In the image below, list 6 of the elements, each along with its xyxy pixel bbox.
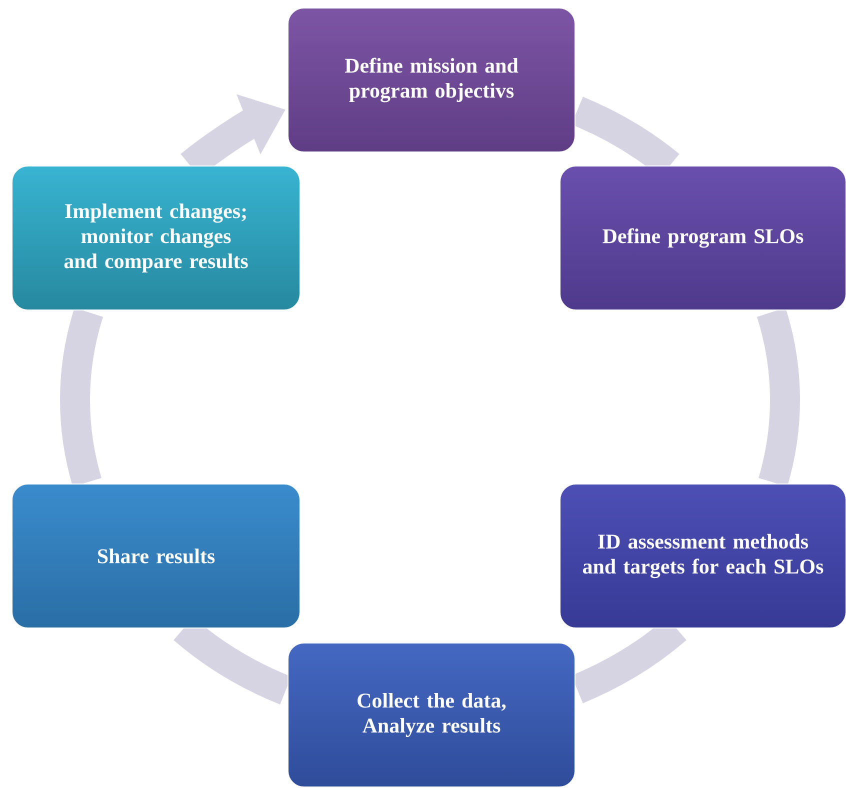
process-box: Share results bbox=[12, 484, 300, 628]
process-box: Define program SLOs bbox=[560, 166, 846, 310]
process-box: Implement changes; monitor changes and compare results bbox=[12, 166, 300, 310]
process-box: ID assessment methods and targets for each SLOs bbox=[560, 484, 846, 628]
process-box: Collect the data, Analyze results bbox=[288, 642, 576, 788]
process-box: Define mission and program objectivs bbox=[288, 8, 576, 152]
